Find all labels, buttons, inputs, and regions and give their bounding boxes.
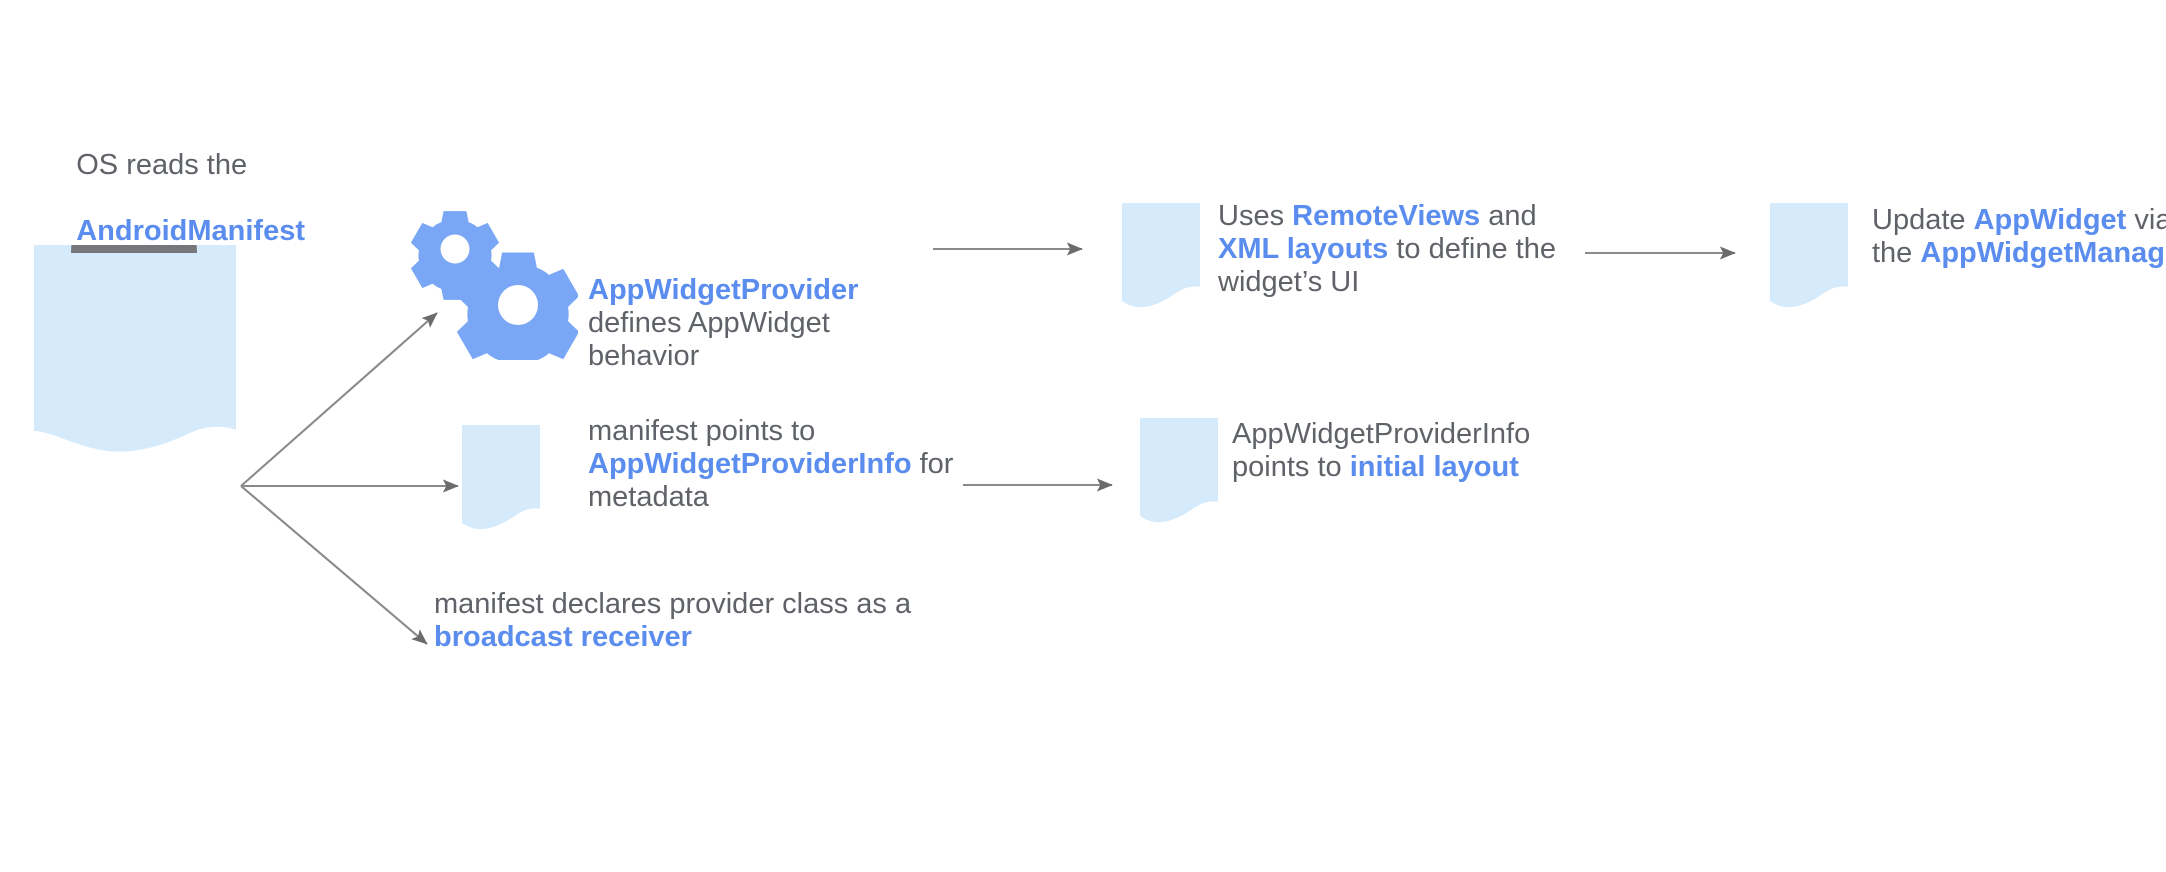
remoteviews-post: to define the widget’s UI [1218,233,1565,298]
label-broadcast-receiver: manifest declares provider class as a br… [434,588,914,654]
document-shape [34,245,236,452]
appwidget-strong: AppWidget [1973,204,2127,236]
document-icon-update [1770,203,1848,308]
broadcast-receiver-strong: broadcast receiver [434,621,692,653]
os-line1: OS reads the [76,149,248,181]
android-manifest-icon [34,245,236,452]
edge-manifest-to-broadcast [240,485,428,645]
initial-layout-strong: initial layout [1349,451,1519,483]
provider-strong: AppWidgetProvider [588,274,859,306]
label-remoteviews: Uses RemoteViews and XML layouts to defi… [1218,200,1568,299]
gears-icon [410,211,578,360]
provider-rest: defines AppWidget behavior [588,307,838,372]
info-pre: manifest points to [588,415,824,447]
info-post: for metadata [588,448,962,513]
document-icon-remoteviews [1122,203,1200,308]
update-pre: Update [1872,204,1974,236]
label-update-appwidget: Update AppWidget via the AppWidgetManage… [1872,204,2166,270]
label-providerinfo: manifest points to AppWidgetProviderInfo… [588,415,968,514]
xml-layouts-strong: XML layouts [1218,233,1389,265]
appwidgetmanager-strong: AppWidgetManager [1920,237,2166,269]
remoteviews-pre: Uses [1218,200,1293,232]
initial-pre: AppWidgetProviderInfo points to [1232,418,1539,483]
gear-large-icon [456,252,578,360]
update-mid: via the [1872,204,2166,269]
label-os-manifest: OS reads the AndroidManifest [44,116,364,281]
broadcast-pre: manifest declares provider class as a [434,588,920,620]
document-icon-providerinfo [462,425,540,530]
os-line2-androidmanifest: AndroidManifest [76,215,306,247]
remoteviews-strong: RemoteViews [1292,200,1481,232]
remoteviews-mid: and [1480,200,1545,232]
appwidgetproviderinfo-strong: AppWidgetProviderInfo [588,448,912,480]
document-icon-initiallayout [1140,418,1218,523]
android-robot-icon [71,245,197,253]
label-initial-layout: AppWidgetProviderInfo points to initial … [1232,418,1572,484]
